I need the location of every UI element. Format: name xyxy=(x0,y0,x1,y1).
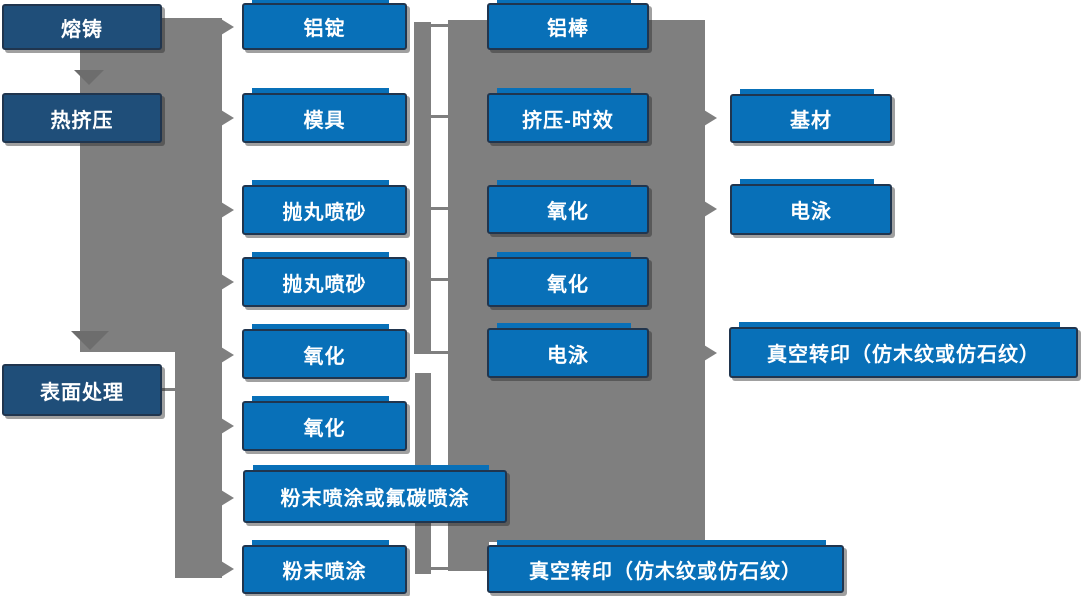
connector-strip-mid-upper xyxy=(414,22,431,354)
arrow-to-vacuum-transfer-right xyxy=(704,345,717,361)
node-extrusion-aging: 挤压-时效 xyxy=(487,88,649,143)
node-powder-or-fluorocarbon-coating: 粉末喷涂或氟碳喷涂 xyxy=(243,465,507,523)
connector-tick-row3 xyxy=(430,207,449,210)
arrow-down-to-surface-treatment xyxy=(71,331,109,350)
node-hot-extrusion: 热挤压 xyxy=(2,93,162,143)
arrow-to-powder-coating xyxy=(221,561,234,577)
node-surface-treatment: 表面处理 xyxy=(2,364,162,416)
arrow-to-shot-blasting-1 xyxy=(221,202,234,218)
arrow-to-mold xyxy=(221,110,234,126)
connector-strip-left-lower xyxy=(175,350,222,578)
arrow-to-aluminum-ingot xyxy=(221,19,234,35)
node-shot-blasting-sandblasting-2: 抛丸喷砂 xyxy=(242,252,407,307)
node-electrophoresis-1: 电泳 xyxy=(487,323,649,378)
node-mold: 模具 xyxy=(242,88,407,143)
node-vacuum-transfer-print-bottom: 真空转印（仿木纹或仿石纹） xyxy=(487,540,844,593)
connector-tick-bottom xyxy=(431,567,449,570)
node-oxidation-3: 氧化 xyxy=(487,180,649,234)
node-shot-blasting-sandblasting-1: 抛丸喷砂 xyxy=(242,180,407,235)
node-powder-coating: 粉末喷涂 xyxy=(242,540,407,594)
connector-tick-row5 xyxy=(430,351,449,354)
connector-tick-row2 xyxy=(430,115,449,118)
arrow-to-shot-blasting-2 xyxy=(221,274,234,290)
arrow-down-to-hot-extrusion xyxy=(74,70,104,85)
connector-band-center-notch xyxy=(448,542,489,571)
arrow-to-base-material xyxy=(704,110,717,126)
connector-tick-row4 xyxy=(430,278,449,281)
arrow-to-powder-fluorocarbon xyxy=(221,490,234,506)
node-aluminum-ingot: 铝锭 xyxy=(242,0,407,50)
arrow-to-oxidation-1 xyxy=(221,347,234,363)
node-vacuum-transfer-print-right: 真空转印（仿木纹或仿石纹） xyxy=(729,322,1078,378)
node-oxidation-1: 氧化 xyxy=(242,324,407,379)
node-melting-casting: 熔铸 xyxy=(2,4,162,50)
node-electrophoresis-2: 电泳 xyxy=(730,179,892,235)
node-base-material: 基材 xyxy=(730,89,892,143)
arrow-to-electrophoresis-out xyxy=(704,201,717,217)
node-oxidation-4: 氧化 xyxy=(487,252,649,307)
connector-tick-surface-treatment xyxy=(160,388,176,391)
node-aluminum-rod: 铝棒 xyxy=(487,0,649,50)
node-oxidation-2: 氧化 xyxy=(242,396,407,451)
connector-band-left xyxy=(80,18,222,352)
arrow-to-oxidation-2 xyxy=(221,418,234,434)
connector-tick-row1 xyxy=(430,24,449,27)
